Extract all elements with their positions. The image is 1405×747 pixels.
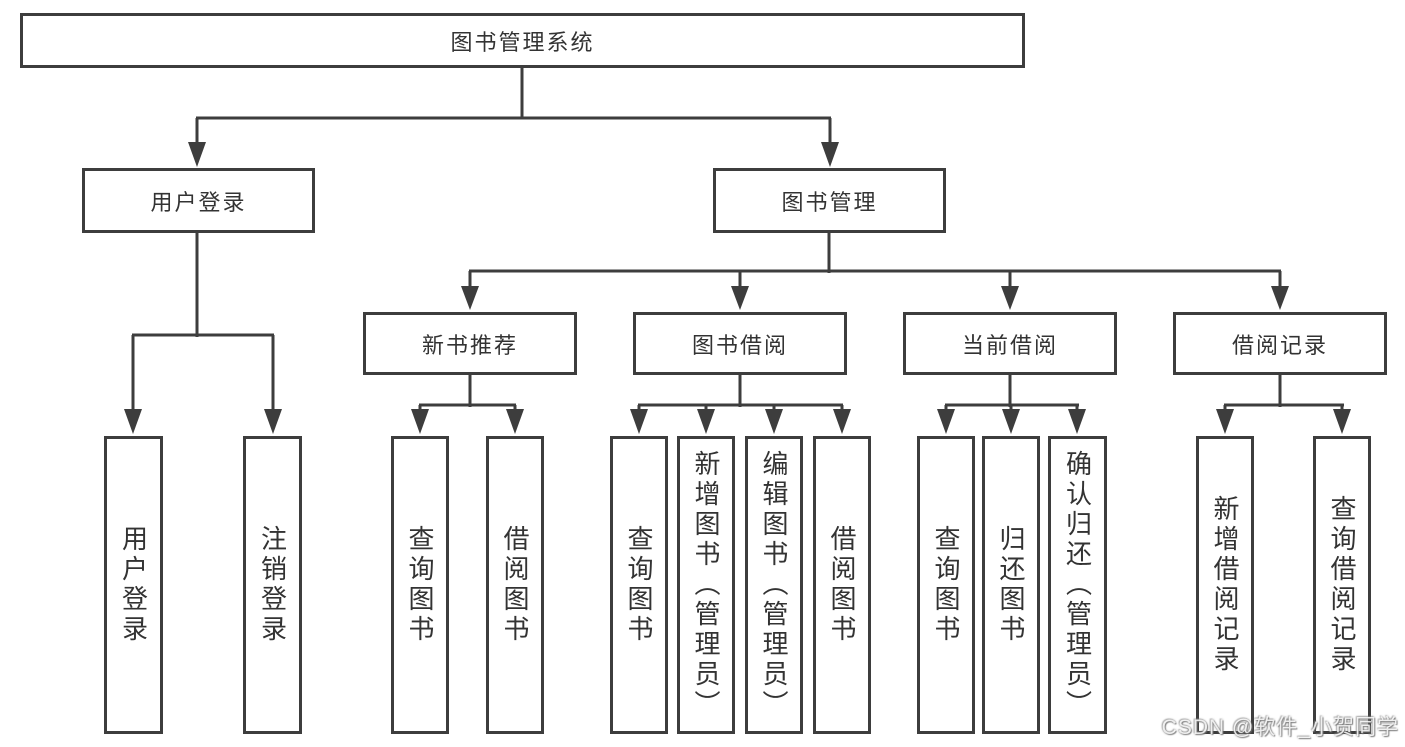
leaf-confirm-return-admin: 确认归还（管理员） xyxy=(1048,436,1107,734)
edge-borrow-record-to-leaves xyxy=(1216,375,1351,434)
node-library-management-system: 图书管理系统 xyxy=(20,13,1025,68)
edge-new-book-to-leaves xyxy=(411,375,524,434)
node-book-management: 图书管理 xyxy=(713,168,946,233)
leaf-add-borrow-record: 新增借阅记录 xyxy=(1196,436,1254,734)
leaf-edit-books-admin: 编辑图书（管理员） xyxy=(745,436,803,734)
node-book-borrow: 图书借阅 xyxy=(633,312,847,375)
edge-book-management-to-level3 xyxy=(461,233,1289,310)
leaf-query-borrow-record: 查询借阅记录 xyxy=(1313,436,1371,734)
leaf-query-books-borrow: 查询图书 xyxy=(610,436,668,734)
edge-current-borrow-to-leaves xyxy=(937,375,1086,434)
leaf-borrow-books: 借阅图书 xyxy=(813,436,871,734)
node-new-book-recommend: 新书推荐 xyxy=(363,312,577,375)
leaf-borrow-books-recommend: 借阅图书 xyxy=(486,436,544,734)
leaf-query-books-recommend: 查询图书 xyxy=(391,436,449,734)
leaf-query-books-current: 查询图书 xyxy=(917,436,975,734)
leaf-logout: 注销登录 xyxy=(243,436,302,734)
node-user-login: 用户登录 xyxy=(82,168,315,233)
edge-book-borrow-to-leaves xyxy=(630,375,851,434)
node-current-borrow: 当前借阅 xyxy=(903,312,1117,375)
leaf-add-books-admin: 新增图书（管理员） xyxy=(677,436,735,734)
csdn-watermark: CSDN @软件_小贺同学 xyxy=(1161,716,1399,739)
leaf-return-books: 归还图书 xyxy=(982,436,1040,734)
edge-user-login-to-leaves xyxy=(124,233,282,434)
node-borrow-records: 借阅记录 xyxy=(1173,312,1387,375)
edge-root-to-level2 xyxy=(188,68,839,167)
leaf-user-login: 用户登录 xyxy=(104,436,163,734)
